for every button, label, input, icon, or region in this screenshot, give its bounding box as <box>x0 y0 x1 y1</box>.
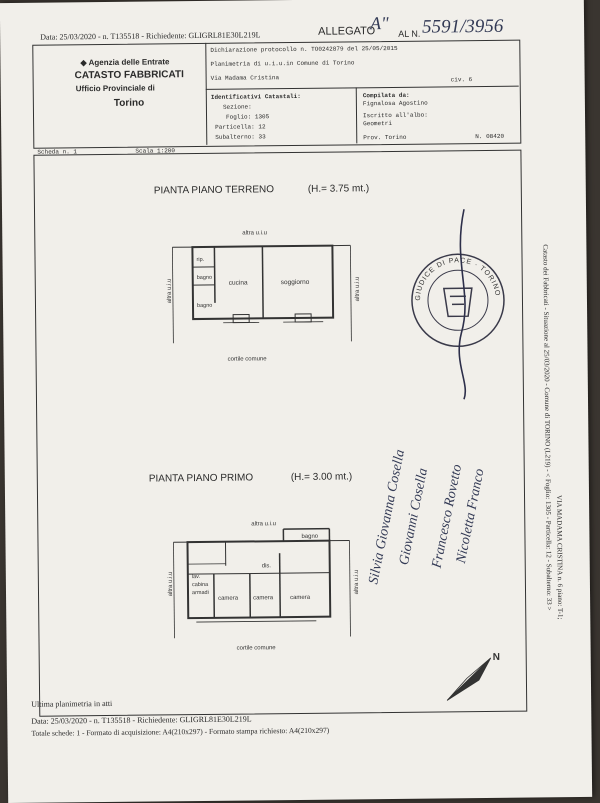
first-cabina-label: cabina <box>192 582 209 588</box>
north-arrow-icon: N <box>439 646 510 707</box>
header-date-line: Data: 25/03/2020 - n. T135518 - Richiede… <box>40 30 260 41</box>
al-n-value: 5591/3956 <box>422 16 504 39</box>
ground-floor-plan: altra u.i.u altra u.i.u altra u.i.u rip.… <box>162 221 364 373</box>
ground-soggiorno-label: soggiorno <box>281 279 310 286</box>
side-situation-text: Catasto dei Fabbricati - Situazione al 2… <box>541 244 553 610</box>
compilata-label: Compilata da: <box>363 92 410 99</box>
civ-line: civ. 6 <box>451 76 473 83</box>
ground-altra-top: altra u.i.u <box>242 230 267 236</box>
planimetria-line: Planimetria di u.i.u.in Comune di Torino <box>210 59 354 68</box>
ground-floor-title: PIANTA PIANO TERRENO <box>154 184 274 196</box>
foglio-line: Foglio: 1305 <box>226 113 269 120</box>
agency-name: ◆ Agenzia delle Entrate <box>80 57 169 67</box>
first-altra-right: altra u.i.u <box>354 570 360 595</box>
particella-line: Particella: 12 <box>215 123 265 131</box>
iscritto-line: Iscritto all'albo: <box>363 112 428 120</box>
north-label: N <box>493 652 500 663</box>
first-lav-label: lav. <box>192 574 201 580</box>
footer-ultima: Ultima planimetria in atti <box>31 699 112 709</box>
first-camera-2: camera <box>253 595 274 601</box>
ufficio-line: Ufficio Provinciale di <box>76 83 155 93</box>
ground-cortile-label: cortile comune <box>228 356 268 362</box>
first-floor-title: PIANTA PIANO PRIMO <box>149 472 253 484</box>
via-line: Via Madama Cristina <box>211 74 279 82</box>
first-camera-3: camera <box>290 595 311 601</box>
geometri-line: Geometri <box>363 120 392 127</box>
footer-totale: Totale schede: 1 - Formato di acquisizio… <box>31 726 329 738</box>
ground-cucina-label: cucina <box>229 279 248 286</box>
signatures-block: Silvia Giovanna Cosella Giovanni Cosella… <box>386 408 508 639</box>
first-floor-plan: altra u.i.u altra u.i.u altra u.i.u bagn… <box>165 504 367 656</box>
side-address-text: VIA MADAMA CRISTINA n. 6 piano: T-1; <box>555 495 564 619</box>
ground-floor-height: (H.= 3.75 mt.) <box>308 183 370 195</box>
allegato-label: ALLEGATO <box>318 25 375 38</box>
ground-bagno-label: bagno <box>197 275 212 281</box>
ground-bagno-label-2: bagno <box>197 303 212 309</box>
compilata-name: Fignalosa Agostino <box>363 100 428 108</box>
ufficio-city: Torino <box>114 98 144 109</box>
first-altra-top: altra u.i.u <box>251 521 276 527</box>
sezione-line: Sezione: <box>223 103 252 110</box>
al-n-label: AL N. <box>398 29 420 39</box>
ground-rip-label: rip. <box>196 257 204 263</box>
ground-altra-left: altra u.i.u <box>167 279 173 304</box>
catasto-title: CATASTO FABBRICATI <box>75 69 184 81</box>
first-dis-label: dis. <box>262 563 272 569</box>
allegato-value: A" <box>370 13 389 34</box>
numero-line: N. 08420 <box>475 133 504 140</box>
subalterno-line: Subalterno: 33 <box>215 133 265 141</box>
first-floor-height: (H.= 3.00 mt.) <box>291 471 353 483</box>
footer-date-line: Data: 25/03/2020 - n. T135518 - Richiede… <box>31 714 251 725</box>
identificativi-label: Identificativi Catastali: <box>211 93 301 101</box>
ground-altra-right: altra u.i.u <box>355 277 361 302</box>
first-bagno-label: bagno <box>301 534 318 540</box>
first-camera-1: camera <box>218 596 239 602</box>
first-cortile-label: cortile comune <box>237 645 277 651</box>
signature-stroke <box>442 203 484 403</box>
first-armadi-label: armadi <box>192 590 209 596</box>
first-altra-left: altra u.i.u <box>168 572 174 597</box>
agency-logo-icon: ◆ <box>80 58 86 67</box>
prov-line: Prov. Torino <box>363 134 406 141</box>
